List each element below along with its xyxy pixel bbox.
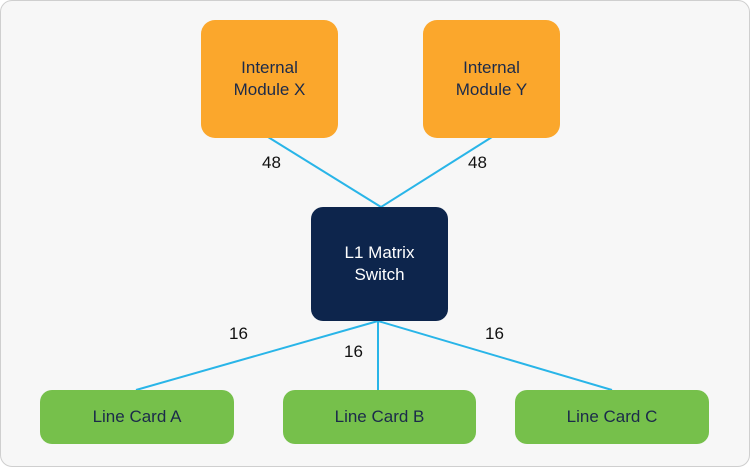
link-switch-card-a (135, 320, 379, 391)
line-card-b: Line Card B (283, 390, 476, 444)
line-card-a-label: Line Card A (92, 407, 182, 426)
l1-matrix-switch: L1 Matrix Switch (311, 207, 448, 321)
line-card-c-label: Line Card C (566, 407, 658, 426)
line-card-a: Line Card A (40, 390, 234, 444)
link-module-y-switch (380, 136, 493, 208)
internal-module-y: Internal Module Y (423, 20, 560, 138)
link-label-module-x: 48 (262, 153, 281, 172)
link-label-module-y: 48 (468, 153, 487, 172)
module-y-line1: Internal (463, 58, 520, 77)
link-switch-card-c (377, 320, 613, 391)
line-card-b-label: Line Card B (334, 407, 425, 426)
link-module-x-switch (267, 136, 382, 208)
link-label-card-a: 16 (229, 324, 248, 343)
line-card-c: Line Card C (515, 390, 709, 444)
module-y-line2: Module Y (455, 80, 528, 99)
link-label-card-b: 16 (344, 342, 363, 361)
module-x-line1: Internal (241, 58, 298, 77)
switch-line2: Switch (354, 265, 405, 284)
module-x-line2: Module X (233, 80, 306, 99)
switch-line1: L1 Matrix (344, 243, 415, 262)
internal-module-x: Internal Module X (201, 20, 338, 138)
link-label-card-c: 16 (485, 324, 504, 343)
